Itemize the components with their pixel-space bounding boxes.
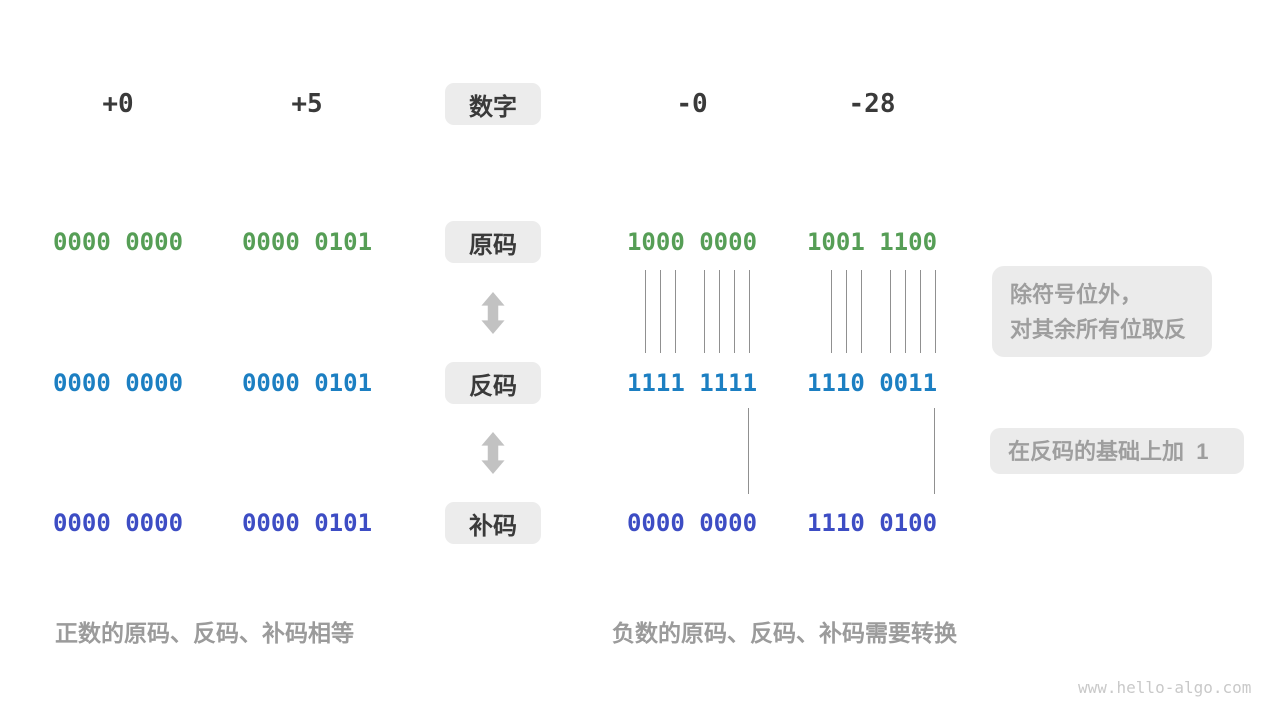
annotation-invert-line2: 对其余所有位取反	[1010, 316, 1187, 342]
bit-connector-line	[935, 270, 936, 353]
binary-value: 1111 1111	[626, 369, 758, 397]
binary-value: 0000 0101	[241, 228, 373, 256]
binary-value: 0000 0000	[626, 509, 758, 537]
header-value-minus-28: -28	[848, 89, 896, 119]
add-one-connector-line	[934, 408, 935, 494]
bit-connector-line	[660, 270, 661, 353]
bit-connector-line	[749, 270, 750, 353]
bit-connector-line	[734, 270, 735, 353]
up-down-arrow-icon	[481, 432, 505, 474]
bit-connector-line	[645, 270, 646, 353]
badge-ones-complement: 反码	[445, 362, 541, 404]
binary-value: 1001 1100	[806, 228, 938, 256]
header-value-plus-0: +0	[102, 89, 134, 119]
annotation-add-one: 在反码的基础上加 1	[990, 428, 1244, 474]
badge-twos-complement: 补码	[445, 502, 541, 544]
binary-value: 0000 0000	[52, 228, 184, 256]
binary-value: 1110 0100	[806, 509, 938, 537]
caption-negative-numbers: 负数的原码、反码、补码需要转换	[612, 620, 957, 646]
badge-sign-magnitude: 原码	[445, 221, 541, 263]
bit-connector-line	[831, 270, 832, 353]
binary-value: 1110 0011	[806, 369, 938, 397]
bit-connector-line	[920, 270, 921, 353]
header-value-minus-0: -0	[676, 89, 708, 119]
binary-value: 0000 0101	[241, 509, 373, 537]
bit-connector-line	[861, 270, 862, 353]
binary-value: 1000 0000	[626, 228, 758, 256]
annotation-invert-bits: 除符号位外， 对其余所有位取反	[992, 266, 1212, 357]
bit-connector-line	[846, 270, 847, 353]
binary-value: 0000 0000	[52, 369, 184, 397]
bit-connector-line	[890, 270, 891, 353]
binary-value: 0000 0101	[241, 369, 373, 397]
header-value-plus-5: +5	[291, 89, 323, 119]
bit-connector-line	[719, 270, 720, 353]
caption-positive-numbers: 正数的原码、反码、补码相等	[55, 620, 354, 646]
badge-number: 数字	[445, 83, 541, 125]
bit-connector-line	[675, 270, 676, 353]
watermark: www.hello-algo.com	[1078, 678, 1252, 697]
bit-connector-line	[704, 270, 705, 353]
bit-connector-line	[905, 270, 906, 353]
annotation-invert-line1: 除符号位外，	[1010, 281, 1143, 307]
binary-value: 0000 0000	[52, 509, 184, 537]
add-one-connector-line	[748, 408, 749, 494]
up-down-arrow-icon	[481, 292, 505, 334]
